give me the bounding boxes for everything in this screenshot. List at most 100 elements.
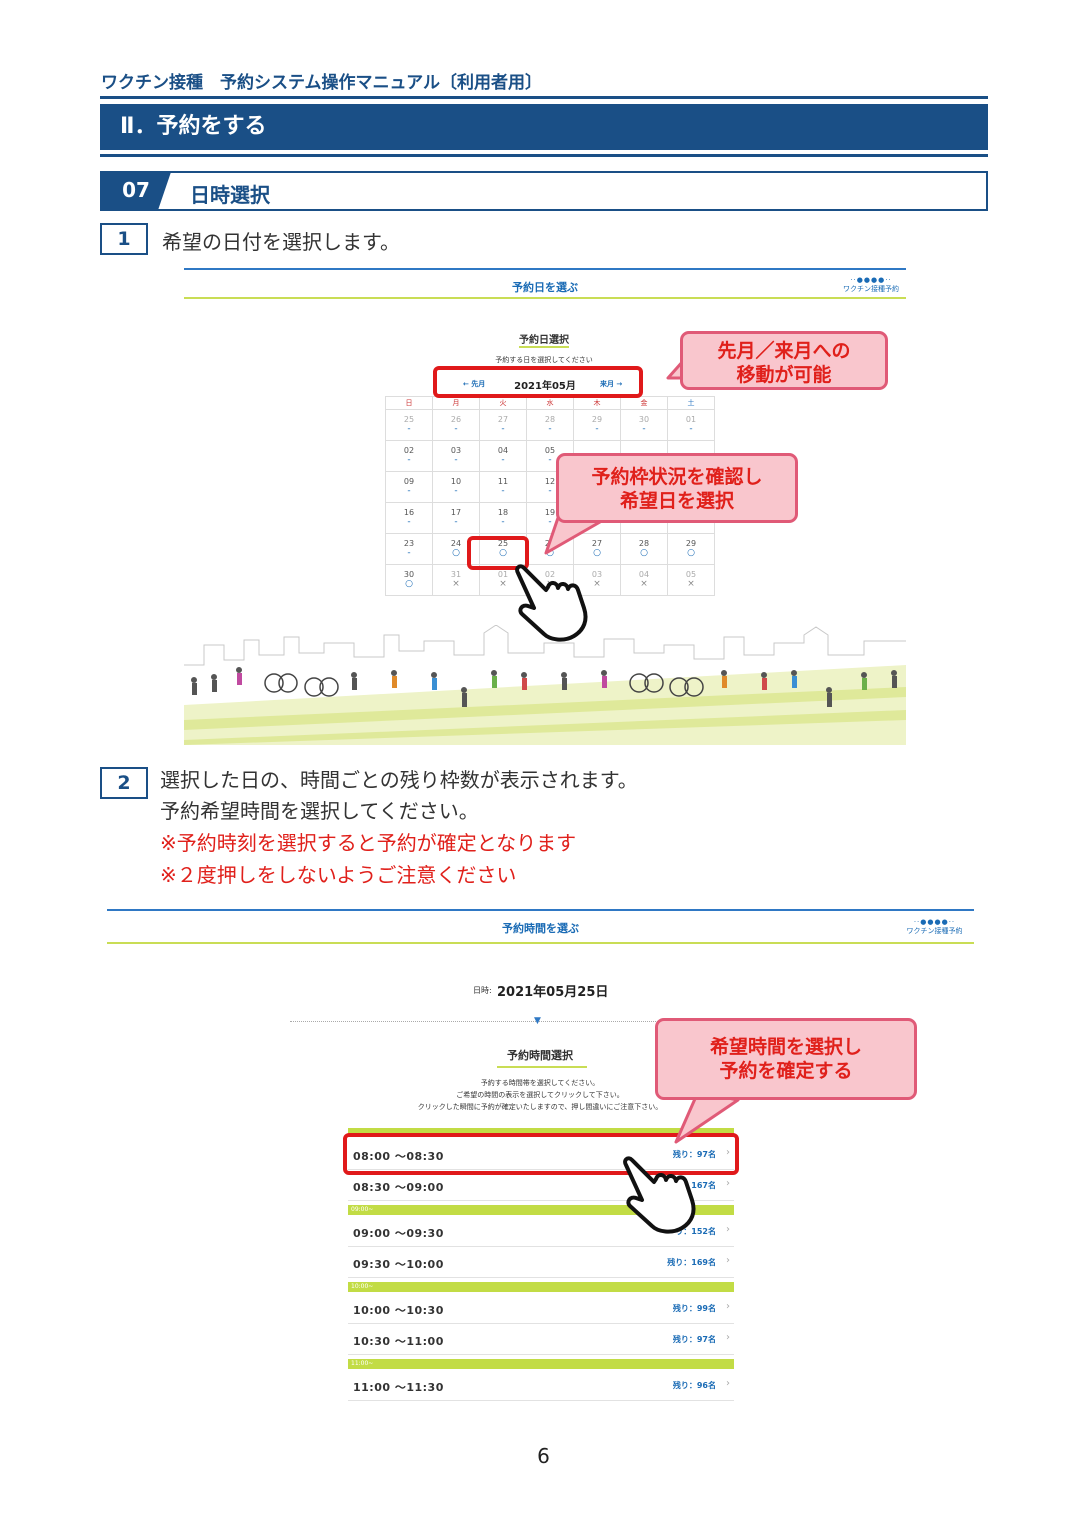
calendar-day: 23-: [385, 533, 433, 565]
slot-time: 10:30 〜11:00: [353, 1335, 444, 1348]
weekday-header: 金: [620, 396, 668, 410]
slot-remaining: り：152名: [675, 1227, 716, 1236]
weekday-header: 火: [479, 396, 527, 410]
callout-month-line2: 移動が可能: [736, 364, 832, 386]
time-slot-row[interactable]: 09:30 〜10:00 残り：169名 ›: [348, 1248, 734, 1278]
weekday-header: 日: [385, 396, 433, 410]
prev-month-link[interactable]: ← 先月: [463, 380, 486, 388]
slot-time: 08:30 〜09:00: [353, 1181, 444, 1194]
time-heading-underline: [497, 1066, 587, 1068]
day-number: 04: [497, 446, 509, 455]
calendar-day: 17-: [432, 502, 480, 534]
slot-remaining: 残り：169名: [667, 1258, 716, 1267]
availability-mark: -: [642, 424, 646, 434]
slot-remaining: 167名: [691, 1181, 716, 1190]
warning-confirm: ※予約時刻を選択すると予約が確定となります: [160, 831, 577, 855]
next-month-link[interactable]: 来月 →: [600, 380, 623, 388]
calendar-day[interactable]: 30○: [385, 564, 433, 596]
group-bar: 10:00~: [348, 1282, 734, 1292]
step-1-number: 1: [100, 223, 148, 255]
day-number: 30: [638, 415, 650, 424]
slot-time: 09:00 〜09:30: [353, 1227, 444, 1240]
availability-mark: -: [454, 455, 458, 465]
calendar-heading: 予約日選択: [519, 335, 569, 346]
day-number: 18: [497, 508, 509, 517]
day-number: 27: [497, 415, 509, 424]
calendar-day: 03-: [432, 440, 480, 472]
callout-time-line2: 予約を確定する: [719, 1060, 853, 1082]
time-frame-top: [107, 909, 974, 911]
calendar-day: 18-: [479, 502, 527, 534]
day-number: 10: [450, 477, 462, 486]
time-slot-row[interactable]: 08:00 〜08:30 残り：97名 ›: [348, 1140, 734, 1170]
day-number: 05: [544, 446, 556, 455]
calendar-day: 29-: [573, 409, 621, 441]
day-number: 24: [450, 539, 462, 548]
day-number: 29: [591, 415, 603, 424]
group-bar-top: [348, 1128, 734, 1134]
time-screen-title: 予約時間を選ぶ: [502, 922, 579, 935]
calendar-day[interactable]: 29○: [667, 533, 715, 565]
availability-mark: -: [454, 486, 458, 496]
time-slot-row[interactable]: 10:30 〜11:00 残り：97名 ›: [348, 1325, 734, 1355]
callout-month-nav: 先月／来月への 移動が可能: [680, 331, 888, 390]
day-number: 19: [544, 508, 556, 517]
availability-mark: -: [501, 424, 505, 434]
time-slot-row[interactable]: 08:30 〜09:00 167名 ›: [348, 1171, 734, 1201]
callout-select-time: 希望時間を選択し 予約を確定する: [655, 1018, 917, 1100]
subsection-title: 日時選択: [190, 183, 270, 207]
slot-remaining: 残り：97名: [672, 1150, 716, 1159]
calendar-day[interactable]: 28○: [620, 533, 668, 565]
section-rule: [100, 154, 988, 157]
availability-mark: -: [595, 424, 599, 434]
day-number: [621, 441, 667, 446]
day-number: 28: [638, 539, 650, 548]
day-number: 02: [544, 570, 556, 579]
availability-mark: -: [501, 486, 505, 496]
weekday-header: 木: [573, 396, 621, 410]
day-number: 26: [450, 415, 462, 424]
calendar-day: 04-: [479, 440, 527, 472]
calendar-day: 28-: [526, 409, 574, 441]
callout-month-line1: 先月／来月への: [717, 340, 851, 362]
subsection-number: 07: [101, 172, 171, 209]
calendar-week: 25-26-27-28-29-30-01-: [385, 409, 715, 441]
calendar-day: 30-: [620, 409, 668, 441]
callout-select-day: 予約枠状況を確認し 希望日を選択: [556, 453, 798, 523]
city-illustration: [184, 625, 906, 745]
availability-mark: -: [501, 455, 505, 465]
divider-line: [290, 1021, 790, 1022]
calendar-day: 05×: [667, 564, 715, 596]
pointing-hand-icon: [515, 564, 588, 642]
calendar-day: 16-: [385, 502, 433, 534]
logo-dots: ··●●●●··: [850, 276, 892, 284]
chevron-right-icon: ›: [726, 1332, 730, 1343]
day-number: 05: [685, 570, 697, 579]
availability-mark: -: [407, 424, 411, 434]
calendar-day: 25-: [385, 409, 433, 441]
availability-mark: ×: [499, 579, 507, 589]
vaccine-logo-2: ··●●●●·· ワクチン接種予約: [897, 918, 972, 936]
availability-mark: -: [407, 455, 411, 465]
availability-mark: -: [454, 517, 458, 527]
availability-mark: ×: [593, 579, 601, 589]
chevron-right-icon: ›: [726, 1178, 730, 1189]
time-slot-row[interactable]: 10:00 〜10:30 残り：99名 ›: [348, 1294, 734, 1324]
chevron-right-icon: ›: [726, 1255, 730, 1266]
time-slot-row[interactable]: 09:00 〜09:30 り：152名 ›: [348, 1217, 734, 1247]
availability-mark: -: [407, 548, 411, 558]
time-slot-row[interactable]: 11:00 〜11:30 残り：96名 ›: [348, 1371, 734, 1401]
slot-remaining: 残り：97名: [672, 1335, 716, 1344]
warning-double-click: ※２度押しをしないようご注意ください: [160, 863, 517, 887]
day-number: 31: [450, 570, 462, 579]
date-label: 日時:: [473, 986, 492, 995]
logo-text: ワクチン接種予約: [843, 285, 899, 293]
availability-mark: ×: [687, 579, 695, 589]
slot-time: 11:00 〜11:30: [353, 1381, 444, 1394]
calendar-day: 10-: [432, 471, 480, 503]
weekday-header: 土: [667, 396, 715, 410]
header-rule: [100, 96, 988, 99]
availability-mark: ○: [452, 548, 460, 558]
day-number: 01: [685, 415, 697, 424]
callout-day-line1: 予約枠状況を確認し: [591, 466, 763, 488]
